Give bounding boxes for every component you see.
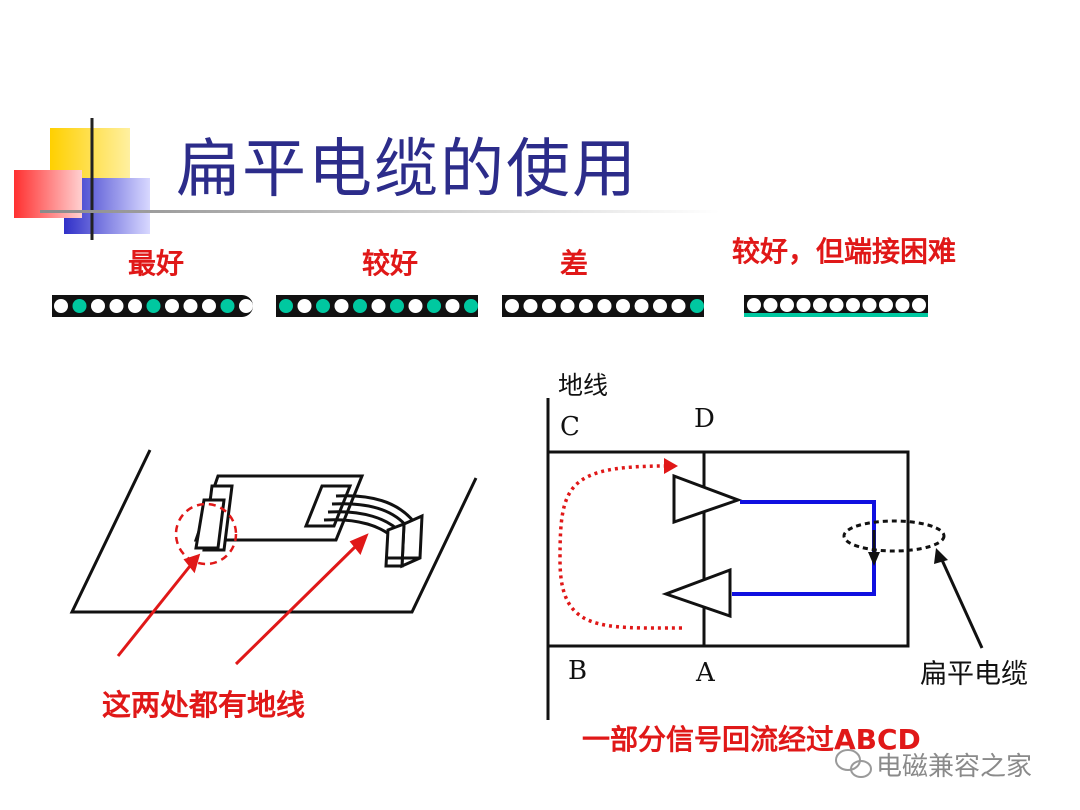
cable-label: 扁平电缆 <box>920 659 1028 690</box>
cable-1-conductors-conductor <box>165 299 179 313</box>
ground-label: 地线 <box>558 371 609 400</box>
rating-label-best: 最好 <box>128 247 185 280</box>
point-c-label: C <box>560 412 580 442</box>
rating-label-good-hard: 较好，但端接困难 <box>732 235 957 268</box>
cable-1-conductors-conductor <box>202 299 216 313</box>
cable-ellipse <box>842 519 946 553</box>
arrow-2 <box>234 544 358 666</box>
point-d-label: D <box>694 404 715 434</box>
cable-3-conductors-conductor <box>523 299 538 313</box>
point-a-label: A <box>696 658 715 688</box>
cable-1-conductors-conductor <box>54 299 68 313</box>
cable-3-conductors-conductor <box>597 299 612 313</box>
cable-1-conductors-conductor <box>72 299 87 313</box>
cable-3-conductors-conductor <box>653 299 667 313</box>
right-caption: 一部分信号回流经过ABCD <box>582 723 921 756</box>
cable-1-conductors-conductor <box>183 299 198 313</box>
arrow-1 <box>116 565 192 657</box>
cable-3-conductors-conductor <box>671 299 686 313</box>
cable-3-conductors <box>505 299 704 313</box>
cable-4-conductors-conductor <box>813 298 827 312</box>
left-connector <box>194 484 234 552</box>
cable-1-conductors-conductor <box>91 299 105 313</box>
driver-triangle <box>672 473 743 525</box>
ground-highlight-circle <box>174 502 238 566</box>
cable-2-conductors-conductor <box>334 299 349 313</box>
cable-3-conductors-conductor <box>579 299 593 313</box>
cable-1-conductors-conductor <box>128 299 142 313</box>
rating-label-good: 较好 <box>362 247 419 280</box>
cable-2-conductors-conductor <box>464 299 478 313</box>
cable-2-conductors-conductor <box>279 299 293 313</box>
point-b-label: B <box>568 656 588 686</box>
cable-4-conductors-conductor <box>862 298 877 312</box>
wechat-icon <box>835 749 872 778</box>
return-current-path <box>558 464 683 630</box>
cable-3-conductors-conductor <box>505 299 519 313</box>
board-outline <box>69 449 478 614</box>
receiver-triangle <box>661 567 732 619</box>
cable-2-conductors-conductor <box>371 299 386 313</box>
cable-1-conductors <box>54 299 253 313</box>
return-arrowhead <box>664 458 678 474</box>
cable-4-conductors-conductor <box>829 298 844 312</box>
cable-3-conductors-conductor <box>690 299 704 313</box>
cable-1-conductors-conductor <box>220 299 235 313</box>
cable-4-conductors-conductor <box>912 298 926 312</box>
left-caption: 这两处都有地线 <box>102 688 306 722</box>
watermark-text: 电磁兼容之家 <box>876 752 1033 782</box>
cable-4-conductors-conductor <box>846 298 860 312</box>
cable-3-conductors-conductor <box>634 299 649 313</box>
cable-4-conductors <box>747 298 926 312</box>
cable-1-conductors-conductor <box>239 299 253 313</box>
page-title: 扁平电缆的使用 <box>176 133 638 207</box>
cable-3-conductors-conductor <box>560 299 575 313</box>
cable-4-conductors-conductor <box>780 298 794 312</box>
cable-3-conductors-conductor <box>616 299 630 313</box>
cable-2-conductors <box>279 299 478 313</box>
cable-4-conductors-conductor <box>879 298 893 312</box>
header-underline <box>40 210 720 213</box>
cable-3-conductors-conductor <box>542 299 556 313</box>
cable-2-conductors-conductor <box>445 299 460 313</box>
cable-2-conductors-conductor <box>297 299 312 313</box>
cable-2-conductors-conductor <box>390 299 404 313</box>
cable-4-conductors-conductor <box>796 298 811 312</box>
cable-4-conductors-conductor <box>747 298 761 312</box>
cable-2-conductors-conductor <box>408 299 423 313</box>
wire-arrow <box>868 552 880 566</box>
cable-1-conductors-conductor <box>109 299 124 313</box>
cable-2-conductors-conductor <box>353 299 367 313</box>
cable-2-conductors-conductor <box>427 299 441 313</box>
cable-2-conductors-conductor <box>316 299 330 313</box>
cable-4-conductors-conductor <box>895 298 910 312</box>
cable-1-conductors-conductor <box>146 299 161 313</box>
cable-4-ground-plane <box>744 313 928 317</box>
cable-end-connector <box>384 513 424 569</box>
cable-4-conductors-conductor <box>763 298 778 312</box>
cable-pointer <box>940 559 984 649</box>
rating-label-poor: 差 <box>560 247 589 280</box>
